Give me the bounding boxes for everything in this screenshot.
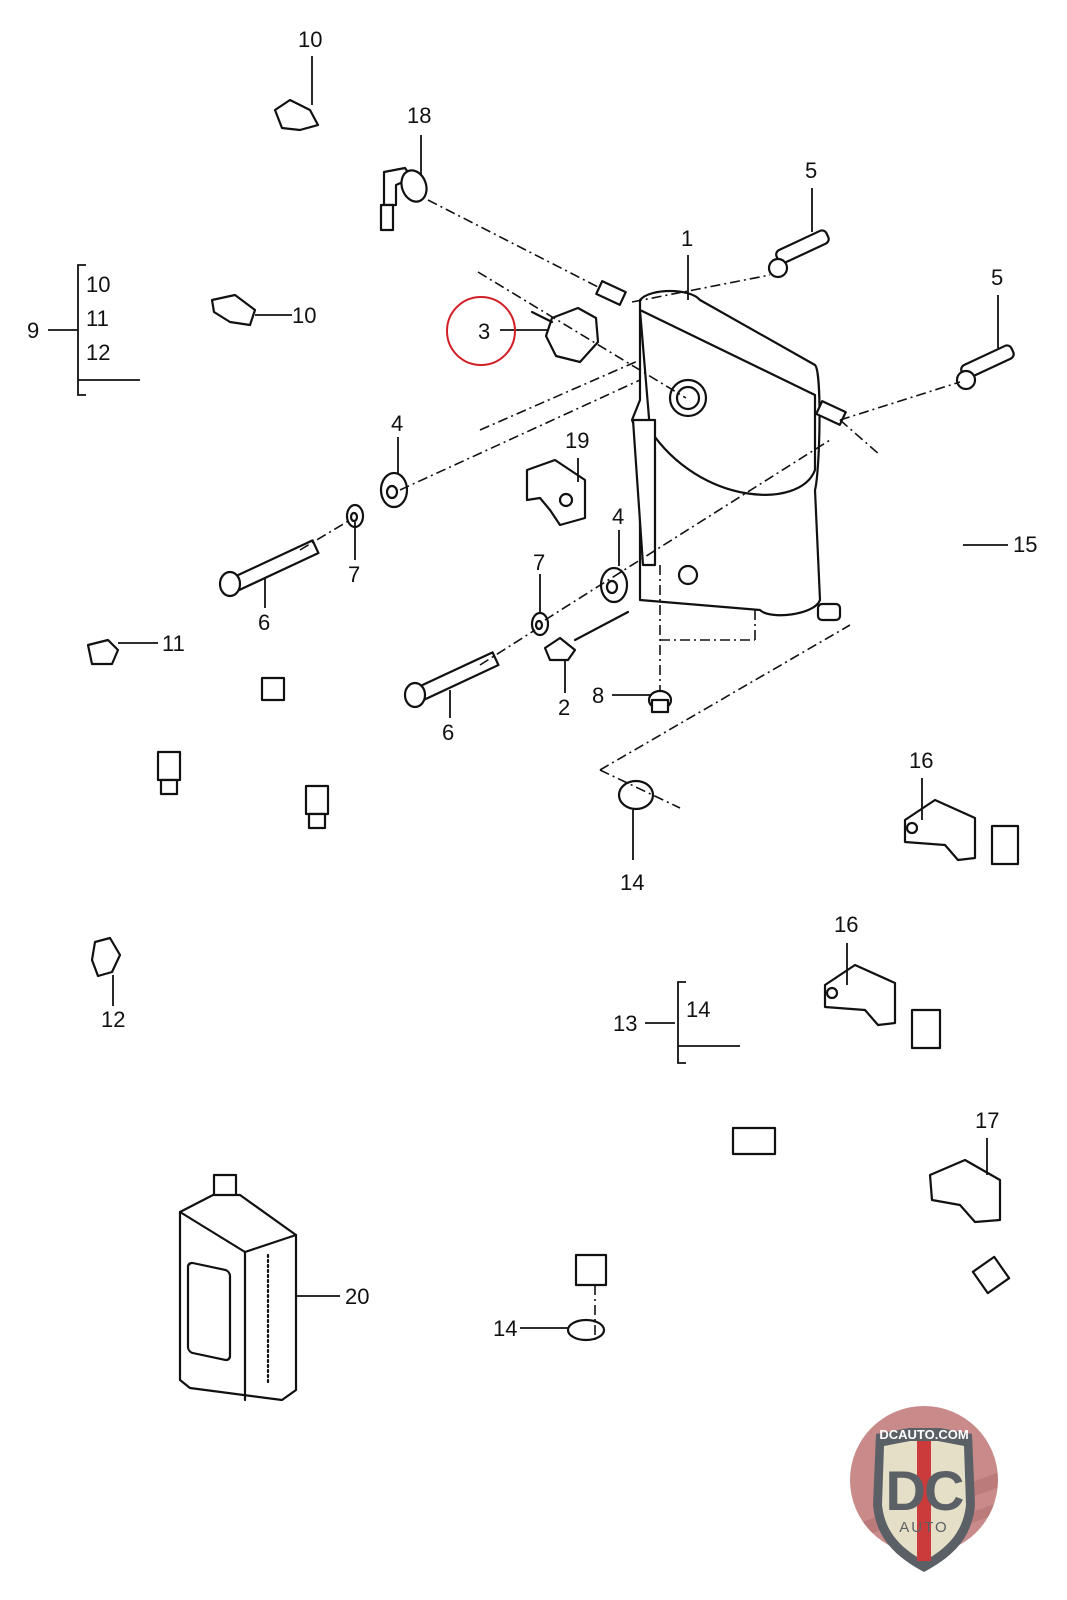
callout-6: 6 [258,610,270,635]
callout-20: 20 [345,1284,369,1309]
callout-13: 13 [613,1011,637,1036]
hose-central [156,299,476,830]
callout-16: 16 [909,748,933,773]
callout-4: 4 [612,504,624,529]
callout-18: 18 [407,103,431,128]
hose-15 [865,459,1020,1314]
logo-mark: DC [886,1459,963,1522]
dcauto-logo: DCAUTO.COM DC AUTO [850,1406,998,1572]
part-7-washer [345,503,550,637]
callout-5: 5 [805,158,817,183]
part-17-holder [928,1158,1002,1224]
part-11-clip [86,638,120,666]
part-18-elbow [379,166,428,232]
part-12-clip [90,936,122,978]
reservoir [595,280,847,622]
callout-8: 8 [592,683,604,708]
callout-9: 9 [27,318,39,343]
part-14-clamp [566,779,655,1342]
hose-upper [269,152,476,278]
part-8-plug [647,689,673,714]
callout-7: 7 [348,562,360,587]
callout-5: 5 [991,265,1003,290]
callout-10: 10 [298,27,322,52]
callout-9-sub-12: 12 [86,340,110,365]
callout-10: 10 [292,303,316,328]
logo-site-text: DCAUTO.COM [879,1427,968,1442]
part-2-sensor [543,610,630,662]
highlight-circle [446,296,516,366]
part-4-grommet [379,471,629,604]
logo-stripe [917,1441,931,1561]
callout-9-sub-11: 11 [86,306,109,331]
hose-13 [573,794,777,1287]
callout-6: 6 [442,720,454,745]
callout-4: 4 [391,411,403,436]
callout-11: 11 [162,631,185,656]
callout-13-sub-14: 14 [686,997,710,1022]
logo-sub-text: AUTO [899,1519,948,1536]
callout-16: 16 [834,912,858,937]
callout-1: 1 [681,226,693,251]
callout-2: 2 [558,695,570,720]
callout-14: 14 [493,1316,517,1341]
part-19-bracket [525,458,587,527]
part-6-bolt [218,539,500,709]
assembly-lines [299,199,961,1340]
part-3-connector [530,306,600,364]
callouts: 1 2 3 4 4 5 5 6 6 7 7 8 9 10 11 12 10 10… [27,27,1037,1341]
callout-7: 7 [533,550,545,575]
callout-15: 15 [1013,532,1037,557]
leader-lines [48,56,1008,1329]
callout-3: 3 [478,319,490,344]
part-5-bolt [767,229,1015,391]
part-20-bottle [178,1173,298,1402]
part-10-clip [210,98,320,327]
callout-17: 17 [975,1108,999,1133]
callout-9-sub-10: 10 [86,272,110,297]
hose-9 [16,140,296,931]
callout-14: 14 [620,870,644,895]
callout-19: 19 [565,428,589,453]
callout-12: 12 [101,1007,125,1032]
